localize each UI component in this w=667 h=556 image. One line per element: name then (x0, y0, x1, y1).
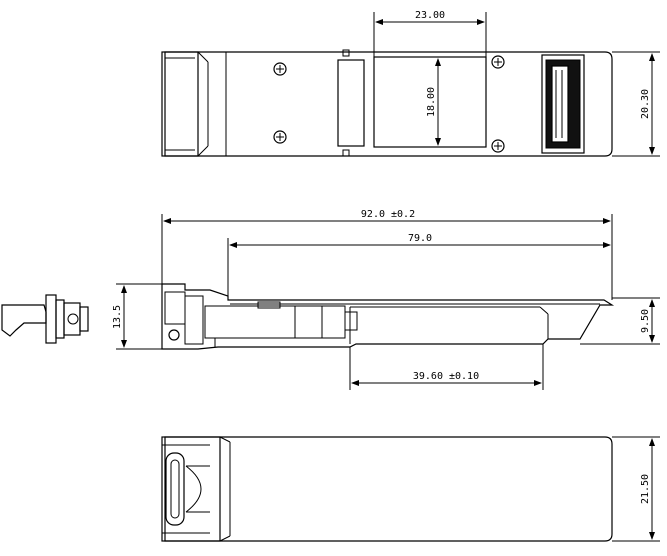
top-view-label-window (373, 56, 487, 148)
dim-inner-length: 79.0 (408, 233, 432, 244)
top-view-slot (337, 59, 365, 147)
screw-icon (273, 62, 287, 76)
dim-left-height: 13.5 (112, 305, 123, 329)
dust-cap (1, 294, 89, 344)
bottom-view-latch-slot (165, 452, 185, 526)
bottom-view-body (164, 436, 613, 542)
bottom-view: 21.50 (161, 436, 660, 542)
latch-pin-icon (168, 329, 180, 341)
top-view-body (164, 51, 613, 157)
screw-icon (491, 55, 505, 69)
dim-top-height: 20.30 (640, 89, 651, 119)
dim-bottom-length: 39.60 ±0.10 (413, 371, 479, 382)
dim-total-length: 92.0 ±0.2 (361, 209, 415, 220)
dim-top-window-height: 18.00 (426, 87, 437, 117)
top-view: 23.00 18.00 20.30 (161, 10, 660, 157)
dim-right-height: 9.50 (640, 309, 651, 333)
side-view-body (161, 283, 615, 350)
screw-icon (273, 130, 287, 144)
dim-top-width: 23.00 (415, 10, 445, 21)
top-view-latch (161, 51, 199, 157)
side-view: 92.0 ±0.2 79.0 13.5 9.50 39.60 ±0.10 (1, 209, 660, 390)
screw-icon (491, 139, 505, 153)
dim-bottom-view-height: 21.50 (640, 474, 651, 504)
